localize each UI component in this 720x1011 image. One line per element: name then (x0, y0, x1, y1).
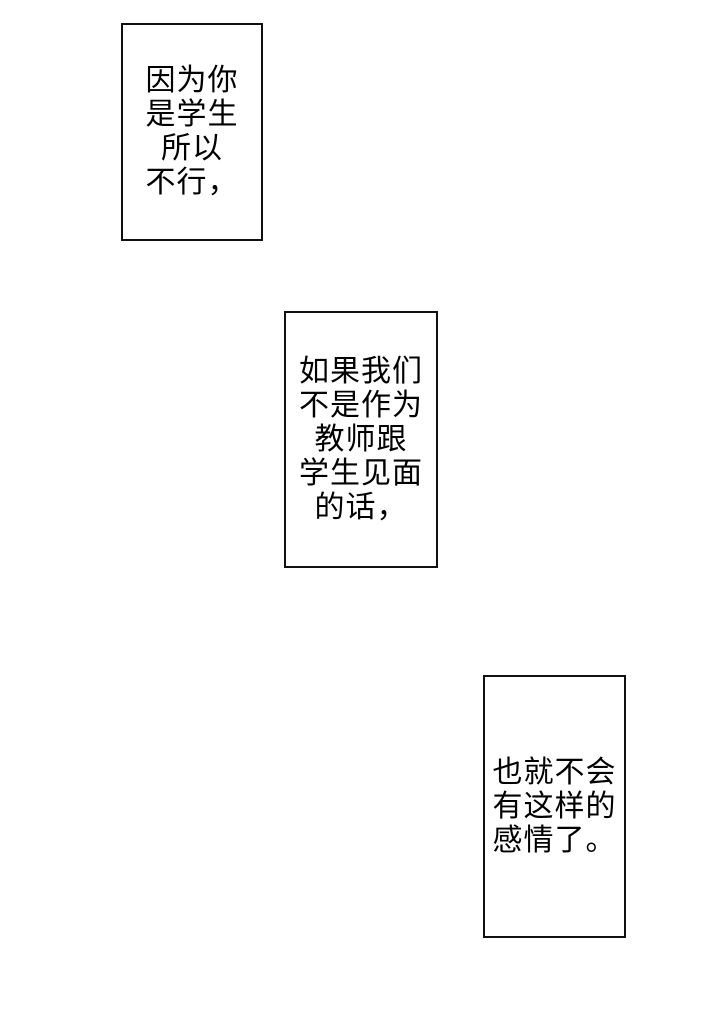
text-line: 是学生 (145, 98, 239, 131)
text-line: 不行， (145, 166, 239, 199)
text-line: 教师跟 (314, 422, 408, 456)
speech-bubble-bottom-right: 也就不会 有这样的 感情了。 (483, 675, 626, 938)
text-line: 如果我们 (299, 354, 423, 388)
text-line: 不是作为 (299, 388, 423, 422)
text-line: 的话， (314, 490, 408, 524)
text-line: 有这样的 (492, 789, 617, 823)
speech-bubble-top-left: 因为你 是学生 所以 不行， (121, 23, 263, 241)
text-line: 感情了。 (492, 823, 617, 857)
text-line: 所以 (161, 132, 223, 165)
speech-bubble-text: 也就不会 有这样的 感情了。 (493, 756, 617, 858)
speech-bubble-text: 因为你 是学生 所以 不行， (146, 64, 239, 200)
text-line: 也就不会 (492, 755, 617, 789)
text-line: 因为你 (145, 64, 239, 97)
speech-bubble-text: 如果我们 不是作为 教师跟 学生见面 的话， (299, 355, 423, 525)
speech-bubble-middle-center: 如果我们 不是作为 教师跟 学生见面 的话， (284, 311, 438, 568)
text-line: 学生见面 (299, 456, 423, 490)
